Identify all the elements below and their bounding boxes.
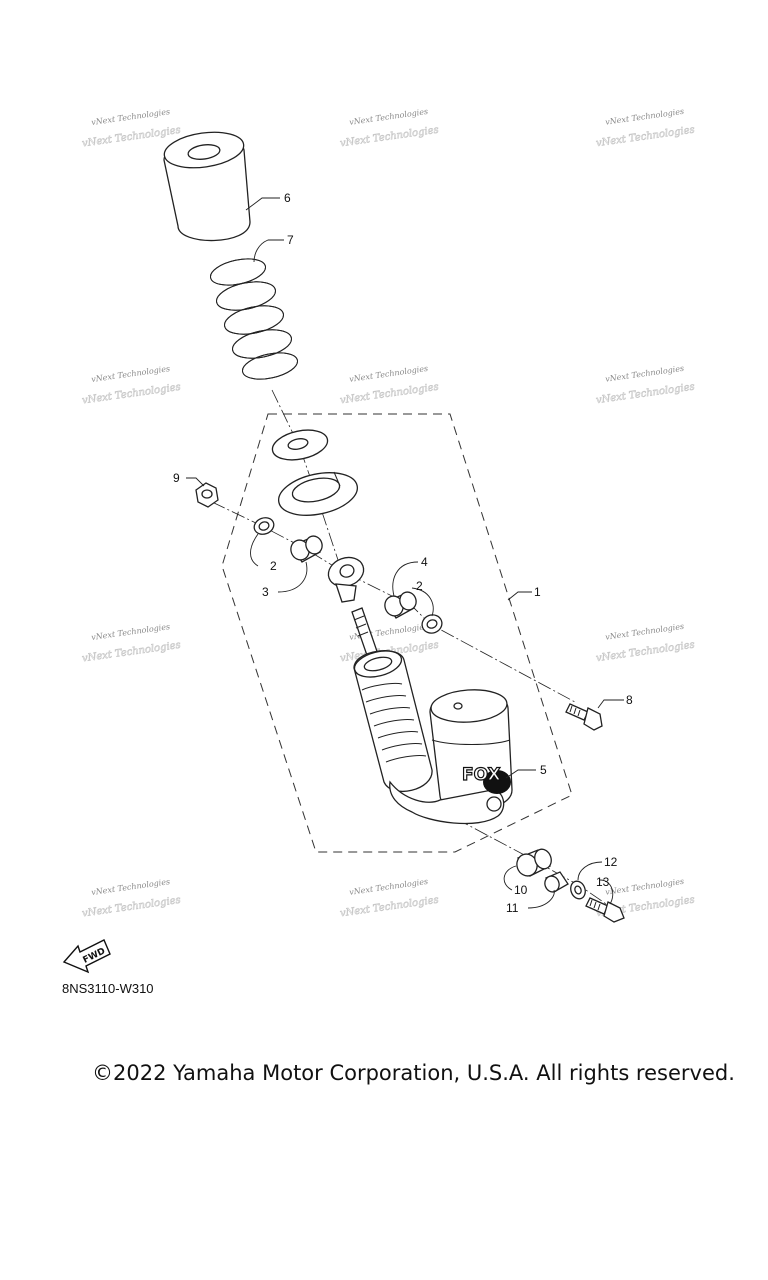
svg-text:vNext Technologies: vNext Technologies (605, 364, 685, 384)
leader-7 (253, 239, 284, 263)
fwd-arrow-icon: FWD (62, 939, 111, 974)
lower-bolt (585, 897, 625, 923)
lower-collar-left (516, 848, 552, 877)
leader-3 (277, 561, 308, 593)
upper-collar-right (384, 591, 417, 619)
watermark-r2c1: vNext Technologies vNext Technologies (81, 364, 182, 407)
leader-2b (411, 587, 434, 617)
spring-seat (271, 429, 329, 461)
svg-text:vNext Technologies: vNext Technologies (81, 895, 181, 920)
spring-retainer (278, 471, 358, 516)
lower-collar-right (544, 871, 569, 893)
callout-10[interactable]: 10 (514, 883, 528, 897)
callout-8[interactable]: 8 (626, 693, 633, 707)
watermark-r3c3: vNext Technologies vNext Technologies (595, 622, 696, 665)
callout-3[interactable]: 3 (262, 585, 269, 599)
callout-4[interactable]: 4 (421, 555, 428, 569)
svg-text:vNext Technologies: vNext Technologies (81, 125, 181, 150)
leader-9 (186, 477, 205, 487)
svg-text:vNext Technologies: vNext Technologies (339, 382, 439, 407)
svg-text:vNext Technologies: vNext Technologies (91, 364, 171, 384)
lower-bolt-axis-line (435, 807, 613, 909)
fox-logo-icon (483, 770, 511, 794)
svg-text:vNext Technologies: vNext Technologies (91, 877, 171, 897)
callout-1[interactable]: 1 (534, 585, 541, 599)
upper-nut (195, 482, 219, 508)
spring-axis-line (271, 389, 341, 567)
callout-11[interactable]: 11 (506, 901, 519, 915)
fox-brand-mark: FOX (462, 765, 501, 785)
coil-spring (209, 258, 299, 380)
leader-6 (245, 197, 280, 211)
watermark-r2c2: vNext Technologies vNext Technologies (339, 364, 440, 407)
diagram-code: 8NS3110-W310 (62, 981, 154, 996)
watermark-r4c1: vNext Technologies vNext Technologies (81, 877, 182, 920)
assembly-boundary (221, 413, 573, 853)
leader-8 (597, 699, 624, 709)
watermark-r3c1: vNext Technologies vNext Technologies (81, 622, 182, 665)
leader-10 (503, 865, 517, 891)
callout-6[interactable]: 6 (284, 191, 291, 205)
svg-text:vNext Technologies: vNext Technologies (349, 877, 429, 897)
upper-mount-eye-and-shaft (327, 556, 381, 665)
leader-12 (577, 861, 603, 881)
copyright-notice: ©2022 Yamaha Motor Corporation, U.S.A. A… (92, 1061, 735, 1085)
svg-text:vNext Technologies: vNext Technologies (339, 895, 439, 920)
svg-text:vNext Technologies: vNext Technologies (595, 640, 695, 665)
svg-text:vNext Technologies: vNext Technologies (595, 382, 695, 407)
callout-9[interactable]: 9 (173, 471, 180, 485)
callout-7[interactable]: 7 (287, 233, 294, 247)
svg-text:vNext Technologies: vNext Technologies (81, 640, 181, 665)
upper-bolt (565, 703, 603, 731)
watermark-r2c3: vNext Technologies vNext Technologies (595, 364, 696, 407)
upper-washer-left (253, 517, 275, 535)
svg-text:vNext Technologies: vNext Technologies (349, 364, 429, 384)
svg-text:vNext Technologies: vNext Technologies (349, 107, 429, 127)
callout-12[interactable]: 12 (604, 855, 618, 869)
leader-13 (599, 879, 614, 905)
watermark-r1c1: vNext Technologies vNext Technologies (81, 107, 182, 150)
svg-text:vNext Technologies: vNext Technologies (91, 622, 171, 642)
lower-washer (570, 880, 586, 900)
svg-text:vNext Technologies: vNext Technologies (605, 877, 685, 897)
leader-5 (505, 769, 536, 779)
callout-5[interactable]: 5 (540, 763, 547, 777)
watermark-r1c2: vNext Technologies vNext Technologies (339, 107, 440, 150)
upper-collar-left (290, 535, 323, 563)
watermark-r1c3: vNext Technologies vNext Technologies (595, 107, 696, 150)
upper-washer-right (421, 614, 443, 634)
callout-2-left[interactable]: 2 (270, 559, 277, 573)
leader-1 (507, 591, 532, 601)
callout-13[interactable]: 13 (596, 875, 610, 889)
leader-11 (527, 889, 555, 909)
leader-2a (250, 533, 259, 567)
svg-text:vNext Technologies: vNext Technologies (595, 125, 695, 150)
leader-4 (392, 561, 419, 597)
spring-cover (163, 131, 251, 242)
callout-2-right[interactable]: 2 (416, 579, 423, 593)
svg-text:vNext Technologies: vNext Technologies (339, 125, 439, 150)
watermark-r4c2: vNext Technologies vNext Technologies (339, 877, 440, 920)
svg-text:vNext Technologies: vNext Technologies (91, 107, 171, 127)
svg-text:vNext Technologies: vNext Technologies (605, 107, 685, 127)
svg-text:vNext Technologies: vNext Technologies (605, 622, 685, 642)
svg-text:vNext Technologies: vNext Technologies (81, 382, 181, 407)
shock-absorber-body: FOX (353, 650, 513, 825)
